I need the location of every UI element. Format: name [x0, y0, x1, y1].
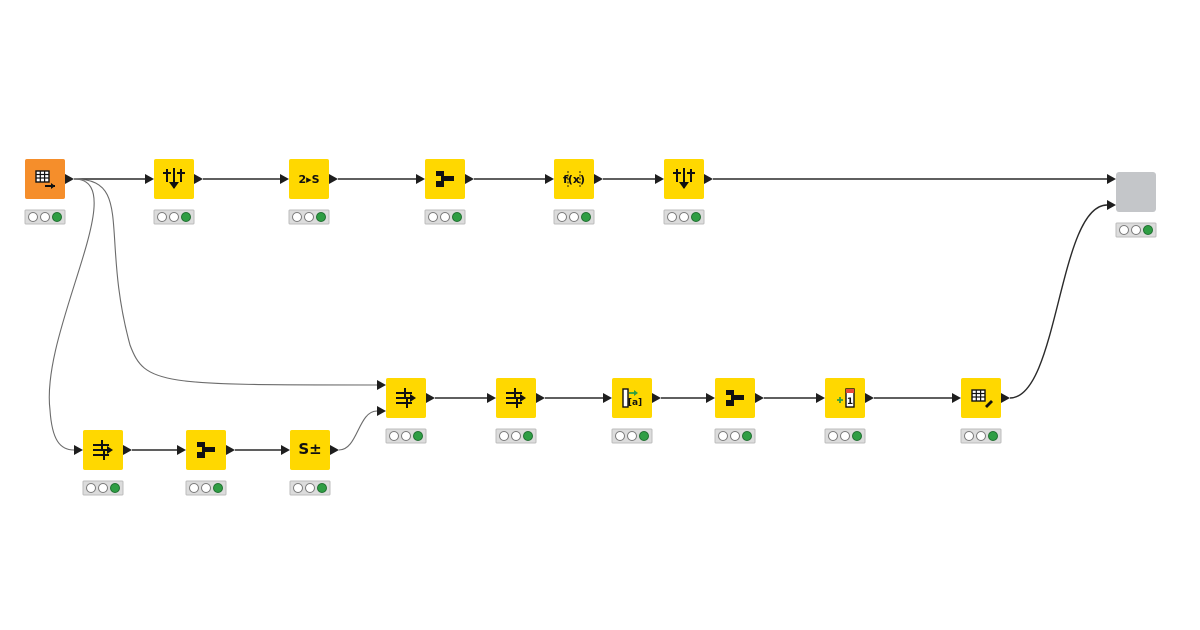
output-port[interactable] [1001, 393, 1010, 403]
input-port[interactable] [545, 174, 554, 184]
column-resorter-icon [93, 440, 113, 460]
output-port[interactable] [704, 174, 713, 184]
node-body[interactable] [289, 159, 329, 199]
svg-text:S±: S± [298, 440, 321, 458]
workflow-node-c2[interactable] [177, 430, 235, 496]
input-port[interactable] [816, 393, 825, 403]
output-port[interactable] [123, 445, 132, 455]
table-writer-icon [971, 389, 993, 408]
workflow-node-n4[interactable]: f(x) [545, 159, 603, 225]
node-status-indicator [153, 209, 195, 225]
nodes-layer: 2▸S f(x) [a] 1S± [24, 159, 1157, 496]
connection-source-b1[interactable] [73, 178, 378, 386]
node-status-indicator [495, 428, 537, 444]
output-port[interactable] [330, 445, 339, 455]
output-port[interactable] [65, 174, 74, 184]
node-status-indicator [1115, 222, 1157, 238]
output-port[interactable] [536, 393, 545, 403]
column-resorter-icon [506, 388, 526, 408]
input-port[interactable] [177, 445, 186, 455]
input-port[interactable] [280, 174, 289, 184]
svg-text:2▸S: 2▸S [298, 173, 319, 186]
output-port[interactable] [194, 174, 203, 184]
svg-text:f(x): f(x) [563, 173, 585, 186]
output-port[interactable] [329, 174, 338, 184]
node-status-indicator [288, 209, 330, 225]
node-status-indicator [82, 480, 124, 496]
svg-text:[a]: [a] [628, 398, 642, 408]
workflow-node-c1[interactable] [74, 430, 132, 496]
output-port[interactable] [465, 174, 474, 184]
output-port[interactable] [755, 393, 764, 403]
input-port[interactable] [603, 393, 612, 403]
connection-c3-b1[interactable] [338, 410, 378, 451]
joiner-icon [197, 442, 215, 458]
node-status-indicator [185, 480, 227, 496]
node-status-indicator [960, 428, 1002, 444]
workflow-node-component[interactable] [1107, 172, 1157, 238]
input-port[interactable] [74, 445, 83, 455]
input-port[interactable] [377, 380, 386, 390]
workflow-node-b4[interactable] [706, 378, 764, 444]
column-filter-icon [163, 168, 185, 189]
string-manipulation-icon: S± [298, 440, 321, 458]
number-to-string-icon: 2▸S [298, 173, 319, 186]
column-rename-icon [396, 388, 416, 408]
input-port[interactable] [706, 393, 715, 403]
workflow-node-n1[interactable] [145, 159, 203, 225]
math-formula-icon: f(x) [563, 171, 585, 187]
workflow-node-c3[interactable]: S± [281, 430, 339, 496]
node-status-indicator [289, 480, 331, 496]
svg-text:1: 1 [847, 397, 853, 407]
workflow-node-b6[interactable] [952, 378, 1010, 444]
workflow-node-n5[interactable] [655, 159, 713, 225]
node-status-indicator [714, 428, 756, 444]
edges-layer [48, 178, 1108, 451]
workflow-node-b3[interactable]: [a] [603, 378, 661, 444]
input-port[interactable] [281, 445, 290, 455]
connection-source-c1[interactable] [48, 178, 95, 451]
input-port[interactable] [1107, 174, 1116, 184]
node-status-indicator [824, 428, 866, 444]
input-port[interactable] [655, 174, 664, 184]
output-port[interactable] [426, 393, 435, 403]
node-body[interactable] [290, 430, 330, 470]
output-port[interactable] [652, 393, 661, 403]
column-filter-icon [673, 168, 695, 189]
node-status-indicator [424, 209, 466, 225]
connection-b6-component[interactable] [1009, 204, 1108, 399]
node-status-indicator [611, 428, 653, 444]
joiner-icon [436, 171, 454, 187]
node-body[interactable] [612, 378, 652, 418]
input-port[interactable] [952, 393, 961, 403]
output-port[interactable] [226, 445, 235, 455]
table-reader-icon [35, 170, 55, 189]
workflow-node-source[interactable] [24, 159, 74, 225]
node-status-indicator [385, 428, 427, 444]
output-port[interactable] [865, 393, 874, 403]
output-port[interactable] [594, 174, 603, 184]
input-port[interactable] [1107, 200, 1116, 210]
input-port[interactable] [377, 406, 386, 416]
workflow-node-b1[interactable] [377, 378, 435, 444]
node-status-indicator [24, 209, 66, 225]
joiner-icon [726, 390, 744, 406]
input-port[interactable] [487, 393, 496, 403]
node-body[interactable] [825, 378, 865, 418]
input-port[interactable] [416, 174, 425, 184]
workflow-node-b2[interactable] [487, 378, 545, 444]
node-body[interactable] [554, 159, 594, 199]
node-status-indicator [553, 209, 595, 225]
node-body[interactable] [1116, 172, 1156, 212]
column-to-collection-icon: [a] [622, 388, 642, 408]
workflow-node-n2[interactable]: 2▸S [280, 159, 338, 225]
constant-value-column-icon: 1 [837, 388, 855, 408]
workflow-node-b5[interactable]: 1 [816, 378, 874, 444]
node-status-indicator [663, 209, 705, 225]
input-port[interactable] [145, 174, 154, 184]
workflow-node-n3[interactable] [416, 159, 474, 225]
